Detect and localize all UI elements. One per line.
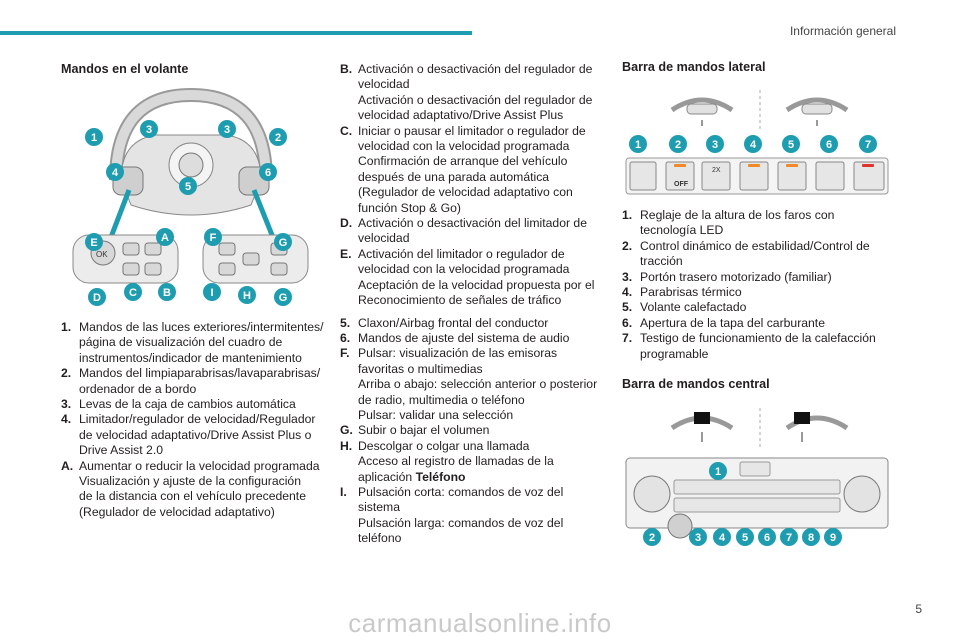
callout-C: C: [129, 287, 137, 299]
off-label: OFF: [674, 181, 689, 188]
central-callout-7: 7: [786, 532, 792, 544]
list-item: C. Iniciar o pausar el limitador o regul…: [340, 123, 586, 215]
callout-G2: G: [279, 292, 288, 304]
central-callout-8: 8: [808, 532, 814, 544]
list-item: 4. Parabrisas térmico: [622, 285, 742, 300]
list-item: B. Activación o desactivación del regula…: [340, 62, 593, 123]
chapter-title: Información general: [789, 24, 896, 38]
list-item: 3. Portón trasero motorizado (familiar): [622, 269, 832, 284]
left-list: 1. Mandos de las luces exteriores/interm…: [61, 320, 326, 520]
callout-E: E: [90, 237, 97, 249]
central-heading: Barra de mandos central: [622, 377, 770, 391]
callout-I: I: [210, 287, 213, 299]
callout-D: D: [93, 292, 101, 304]
callout-G1: G: [279, 237, 288, 249]
telefono-app-name: Teléfono: [415, 469, 466, 484]
lateral-callout-6: 6: [826, 139, 832, 151]
page-number: 5: [915, 602, 922, 616]
steering-wheel-diagram: OK 1 2 3 3 4 6 5 E A F G D C B I H G: [72, 87, 309, 306]
callout-3a: 3: [146, 124, 152, 136]
header-accent-bar: [0, 31, 472, 35]
list-item: 6. Mandos de ajuste del sistema de audio: [340, 330, 570, 345]
list-item: 5. Claxon/Airbag frontal del conductor: [340, 315, 549, 330]
callout-2: 2: [275, 132, 281, 144]
list-item: 5. Volante calefactado: [622, 300, 747, 315]
central-callout-4: 4: [719, 532, 726, 544]
callout-F: F: [210, 232, 217, 244]
list-item: 7. Testigo de funcionamiento de la calef…: [622, 331, 876, 361]
callout-6: 6: [265, 167, 271, 179]
callout-B: B: [163, 287, 171, 299]
list-item: D. Activación o desactivación del limita…: [340, 216, 587, 246]
list-item: A. Aumentar o reducir la velocidad progr…: [61, 458, 320, 519]
list-item: 3. Levas de la caja de cambios automátic…: [61, 397, 296, 412]
list-item: 6. Apertura de la tapa del carburante: [622, 315, 825, 330]
lateral-callout-3: 3: [712, 139, 718, 151]
twox-label: 2X: [712, 167, 721, 174]
lateral-callout-7: 7: [865, 139, 871, 151]
central-callout-5: 5: [742, 532, 748, 544]
list-item: E. Activación del limitador o regulador …: [340, 246, 595, 308]
callout-1: 1: [91, 132, 97, 144]
callout-A: A: [161, 232, 169, 244]
list-item: F. Pulsar: visualización de las emisoras…: [340, 346, 598, 422]
central-callout-9: 9: [830, 532, 836, 544]
watermark: carmanualsonline.info: [348, 608, 612, 638]
lateral-callout-2: 2: [675, 139, 681, 151]
central-callout-6: 6: [764, 532, 770, 544]
middle-column: B. Activación o desactivación del regula…: [340, 62, 602, 547]
central-callout-1: 1: [715, 466, 721, 478]
list-item: G. Subir o bajar el volumen: [340, 423, 490, 438]
lateral-heading: Barra de mandos lateral: [622, 60, 766, 74]
left-column: Mandos en el volante: [61, 62, 326, 77]
right-column: Barra de mandos lateral: [622, 60, 892, 75]
list-item: 2. Mandos del limpiaparabrisas/lavaparab…: [61, 366, 321, 396]
list-item: 4. Limitador/regulador de velocidad/Regu…: [61, 412, 316, 458]
list-item: 1. Reglaje de la altura de los faros con…: [622, 208, 835, 238]
callout-3b: 3: [224, 124, 230, 136]
lateral-bar-diagram: OFF 2X 1 2 3 4 5 6 7: [625, 90, 889, 195]
lateral-list: 1. Reglaje de la altura de los faros con…: [622, 208, 892, 362]
steering-heading: Mandos en el volante: [61, 62, 189, 76]
list-item: 1. Mandos de las luces exteriores/interm…: [61, 320, 324, 365]
lateral-callout-5: 5: [788, 139, 794, 151]
callout-4: 4: [112, 167, 119, 179]
central-callout-3: 3: [695, 532, 701, 544]
callout-5: 5: [185, 181, 191, 193]
lateral-callout-1: 1: [635, 139, 641, 151]
central-bar-diagram: 1 2 3 4 5 6 7 8 9: [625, 408, 889, 546]
central-heading-wrap: Barra de mandos central: [622, 377, 892, 392]
central-callout-2: 2: [649, 532, 655, 544]
ok-label: OK: [96, 250, 108, 259]
list-item: 2. Control dinámico de estabilidad/Contr…: [622, 238, 870, 269]
callout-H: H: [243, 290, 251, 302]
lateral-callout-4: 4: [750, 139, 757, 151]
